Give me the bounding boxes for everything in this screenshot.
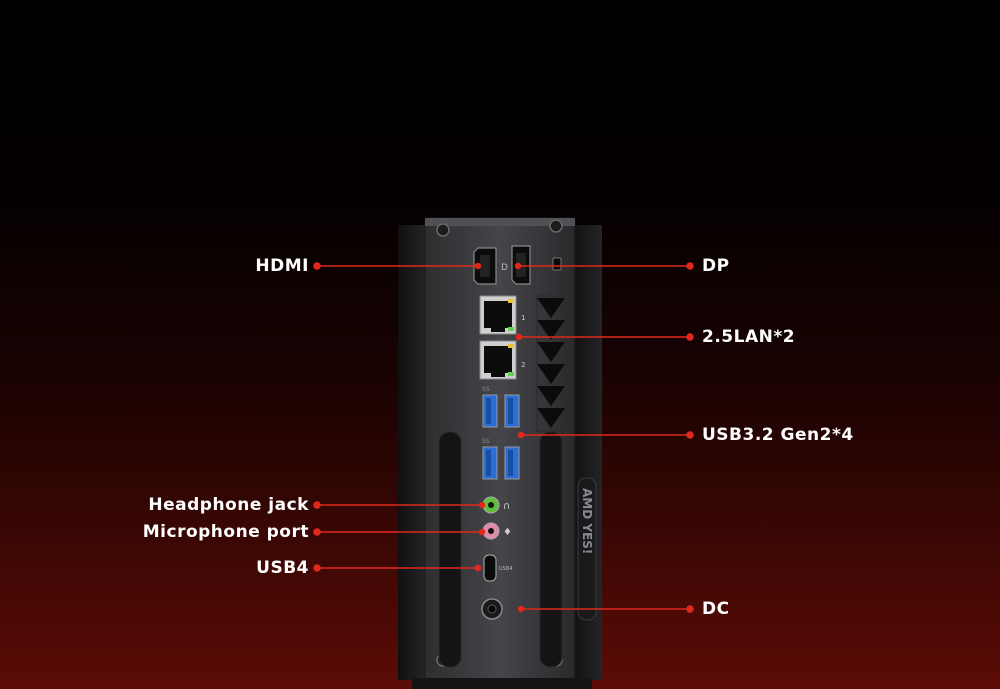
right-antenna: [539, 431, 563, 668]
microphone-glyph: ♦: [503, 527, 512, 538]
dc-callout-dot-inner: [517, 605, 525, 613]
headphone-callout-dot-inner: [478, 501, 486, 509]
bottom-stand: [412, 678, 592, 689]
lan-port-2: [479, 340, 517, 380]
hdmi-glyph: D: [501, 263, 508, 273]
lan-2-mark: 2: [521, 361, 525, 369]
lan-callout-dot-outer: [686, 333, 694, 341]
headphone-jack: [482, 496, 500, 514]
side-logo-strip: [577, 477, 597, 621]
microphone-port: [482, 522, 500, 540]
hdmi-callout-dot-inner: [474, 262, 482, 270]
dp-callout-dot-inner: [514, 262, 522, 270]
usb32-callout-dot-inner: [517, 431, 525, 439]
left-side-flange: [398, 225, 426, 680]
microphone-callout-dot-outer: [313, 528, 321, 536]
lan-1-mark: 1: [521, 314, 525, 322]
hdmi-port: [473, 247, 497, 285]
usb32-callout-dot-outer: [686, 431, 694, 439]
lan-label: 2.5LAN*2: [702, 327, 796, 347]
usb4-port: [483, 554, 497, 582]
dc-label: DC: [702, 599, 730, 619]
usb4-label: USB4: [256, 558, 309, 578]
callout-lines: [313, 262, 694, 613]
kensington-lock-slot: [552, 257, 562, 271]
usb32-label: USB3.2 Gen2*4: [702, 425, 854, 445]
usb4-mark: USB4: [499, 566, 512, 572]
side-logo-text: AMD YES!: [580, 488, 594, 554]
left-antenna: [438, 431, 462, 668]
headphone-glyph: ∩: [503, 501, 510, 512]
headphone-jack-label: Headphone jack: [148, 495, 309, 515]
dp-label: DP: [702, 256, 730, 276]
headphone-callout-dot-outer: [313, 501, 321, 509]
dc-jack: [481, 598, 503, 620]
lan-callout-dot-inner: [515, 333, 523, 341]
vent-grille: [536, 295, 566, 432]
dp-callout-dot-outer: [686, 262, 694, 270]
top-bar: [425, 218, 575, 226]
microphone-port-label: Microphone port: [142, 522, 309, 542]
usb32-port-pair-2: [482, 446, 520, 480]
usb4-callout-dot-outer: [313, 564, 321, 572]
hdmi-callout-dot-outer: [313, 262, 321, 270]
usb32-port-pair-1: [482, 394, 520, 428]
dc-callout-dot-outer: [686, 605, 694, 613]
ss-mark-1: SS: [482, 386, 490, 393]
usb4-callout-dot-inner: [474, 564, 482, 572]
ss-mark-2: SS: [482, 438, 490, 445]
hdmi-label: HDMI: [255, 256, 309, 276]
lan-port-1: [479, 295, 517, 335]
microphone-callout-dot-inner: [478, 528, 486, 536]
